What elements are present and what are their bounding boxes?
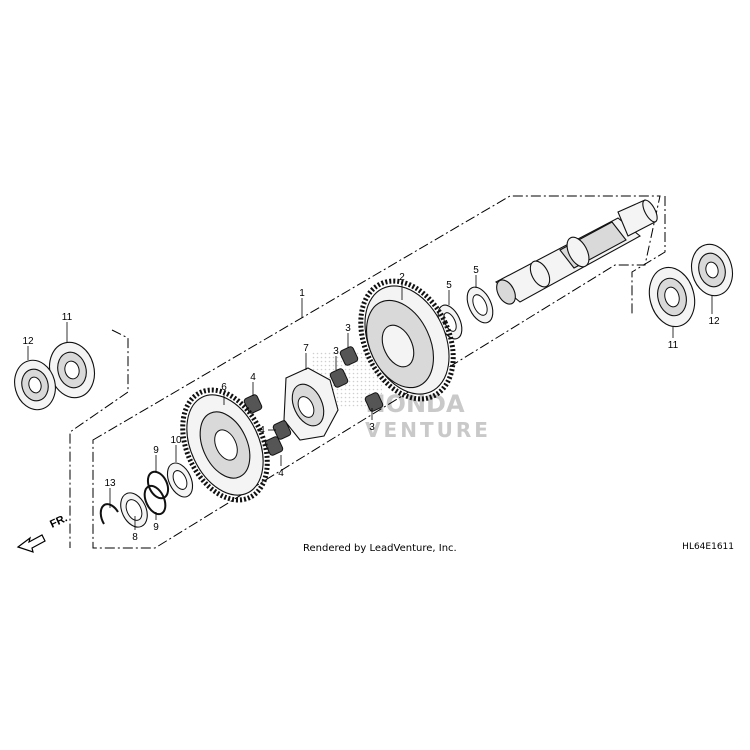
- damper-spring-3a: [339, 346, 359, 366]
- callout-11-right: 11: [668, 340, 679, 351]
- right-bearing-bracket: [631, 196, 666, 315]
- damper-spring-3c: [364, 392, 384, 412]
- callout-4c: 4: [278, 468, 284, 479]
- circlip-13: [99, 503, 119, 525]
- callout-4a: 4: [250, 372, 256, 383]
- gear-6: [180, 387, 270, 503]
- assembly-boundary: [92, 195, 661, 549]
- callout-6: 6: [221, 382, 227, 393]
- callout-4b: 4: [259, 425, 265, 436]
- callout-3b: 3: [333, 346, 339, 357]
- callout-3c: 3: [369, 422, 375, 433]
- callout-13: 13: [104, 478, 116, 489]
- damper-spring-4b: [272, 420, 292, 440]
- callout-5a: 5: [446, 280, 452, 291]
- callout-12-left: 12: [22, 336, 34, 347]
- callout-5b: 5: [473, 265, 479, 276]
- callout-10: 10: [170, 435, 182, 446]
- countershaft: [495, 199, 658, 305]
- ball-bearing-11-left: [48, 341, 96, 399]
- callout-9a: 9: [153, 445, 159, 456]
- thrust-washer-8: [120, 492, 148, 528]
- watermark-tagline: VENTURE: [365, 418, 491, 442]
- ball-bearing-11-right: [648, 266, 696, 328]
- callout-2: 2: [399, 272, 405, 283]
- damper-hub-7: [283, 367, 339, 441]
- diagram-code: HL64E1611: [682, 542, 734, 552]
- damper-spring-3b: [329, 368, 349, 388]
- callout-11-left: 11: [62, 312, 73, 323]
- front-direction-label: FR.: [48, 512, 69, 530]
- rendered-by-credit: Rendered by LeadVenture, Inc.: [303, 543, 457, 554]
- front-direction-indicator: FR.: [16, 512, 69, 553]
- leader-lines: [27, 275, 713, 530]
- oil-seal-12-right: [690, 243, 734, 297]
- callout-12-right: 12: [708, 316, 720, 327]
- callout-7: 7: [303, 343, 309, 354]
- callout-1: 1: [299, 288, 305, 299]
- left-bearing-bracket: [69, 329, 129, 548]
- callout-9b: 9: [153, 522, 159, 533]
- callout-3a: 3: [345, 323, 351, 334]
- front-arrow-icon: [16, 534, 46, 553]
- splined-washer-10: [166, 462, 194, 498]
- oil-seal-12-left: [14, 359, 56, 411]
- gear-2: [358, 278, 456, 402]
- callout-8: 8: [132, 532, 138, 543]
- thrust-washer-5b: [466, 286, 494, 324]
- snap-ring-9b: [143, 484, 167, 516]
